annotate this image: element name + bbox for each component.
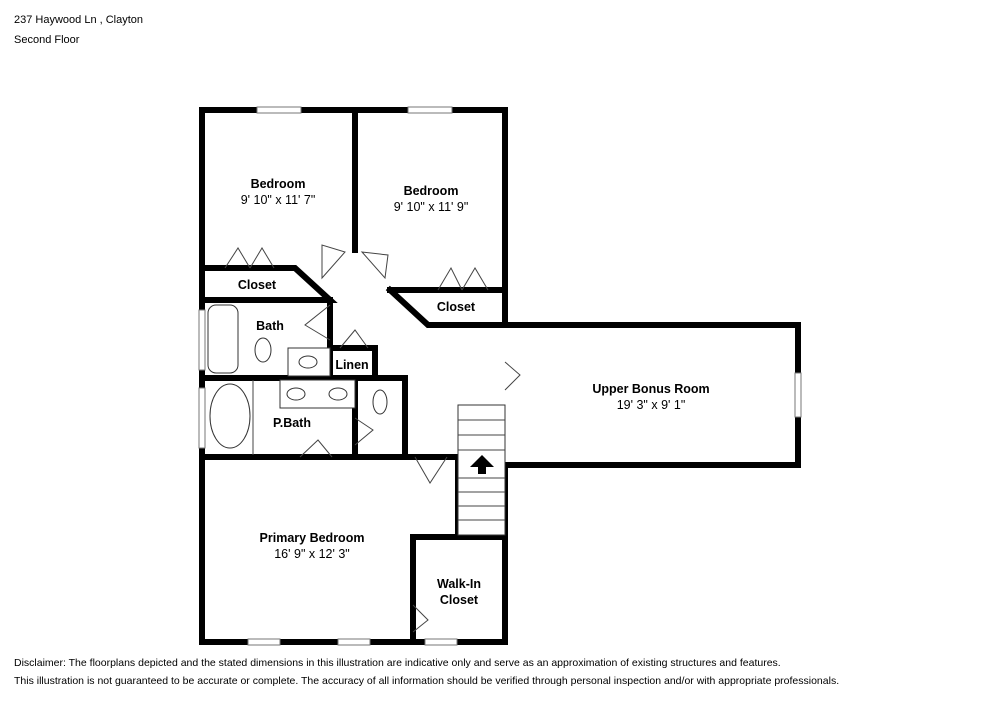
doors [224,244,521,633]
disclaimer-line-1: Disclaimer: The floorplans depicted and … [14,657,781,669]
room-name: Bath [256,319,284,333]
room-dims: 9' 10" x 11' 9" [394,200,469,214]
room-labels: Bedroom 9' 10" x 11' 7" Bedroom 9' 10" x… [238,177,710,607]
address: 237 Haywood Ln , Clayton [14,14,144,26]
room-name: P.Bath [273,416,311,430]
room-dims: 19' 3" x 9' 1" [617,398,686,412]
windows [198,106,802,646]
room-name: Primary Bedroom [260,531,365,545]
room-dims: 16' 9" x 12' 3" [274,547,350,561]
room-name: Upper Bonus Room [592,382,709,396]
room-name: Linen [335,358,368,372]
room-name: Bedroom [404,184,459,198]
room-name: Closet [238,278,277,292]
stairs [457,404,506,536]
room-name: Closet [440,593,479,607]
stair-arrow-icon [470,455,494,474]
room-name: Walk-In [437,577,481,591]
room-name: Bedroom [251,177,306,191]
floor-name: Second Floor [14,34,80,46]
fixtures [207,304,388,455]
room-dims: 9' 10" x 11' 7" [241,193,316,207]
disclaimer-line-2: This illustration is not guaranteed to b… [14,675,840,687]
room-name: Closet [437,300,476,314]
